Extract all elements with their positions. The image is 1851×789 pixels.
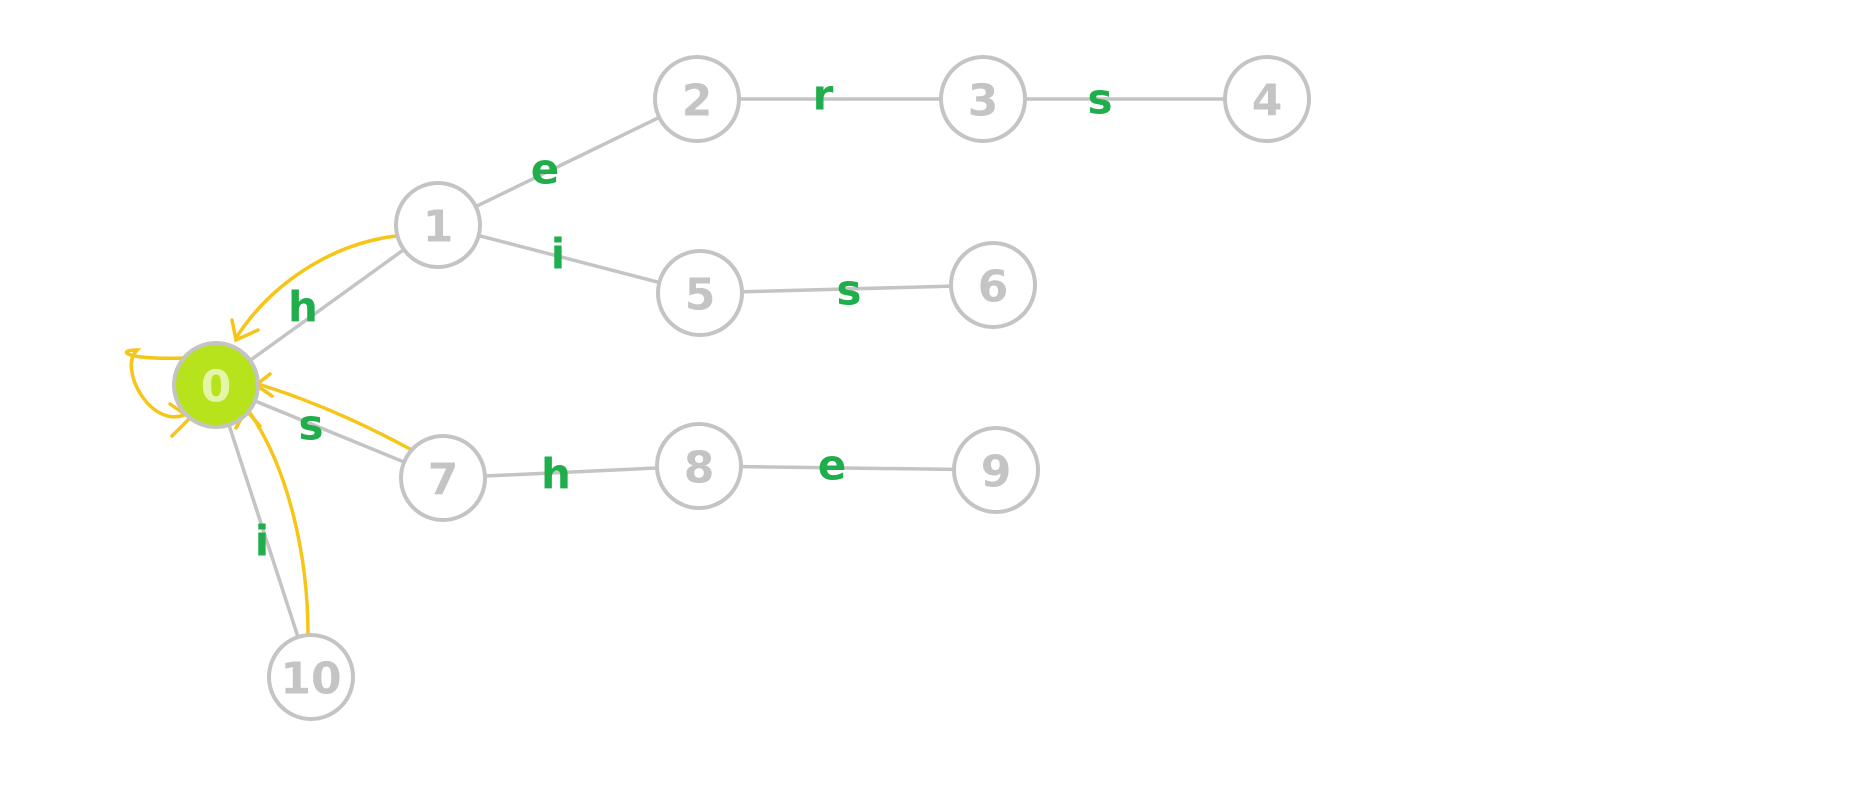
- edge-label-3-4: s: [1088, 75, 1113, 124]
- node-circle-5: [656, 249, 744, 337]
- node-label-7: 7: [428, 455, 459, 506]
- edge-label-5-6: s: [837, 266, 862, 315]
- node-circle-10: [267, 633, 355, 721]
- failure-link-arrowhead-1-0: [230, 318, 260, 343]
- trie-node-8: 8: [655, 422, 743, 510]
- trie-node-10: 10: [267, 633, 355, 721]
- trie-node-2: 2: [653, 55, 741, 143]
- node-label-4: 4: [1252, 76, 1283, 127]
- node-label-9: 9: [981, 447, 1012, 498]
- node-label-2: 2: [682, 76, 713, 127]
- edge-8-9: [698, 464, 997, 472]
- trie-node-6: 6: [949, 241, 1037, 329]
- edge-0-1: [214, 223, 440, 387]
- failure-link-0-0: [124, 348, 186, 419]
- trie-node-0: 0: [172, 341, 260, 429]
- trie-node-3: 3: [939, 55, 1027, 143]
- node-circle-3: [939, 55, 1027, 143]
- edge-5-6: [699, 283, 994, 295]
- edge-label-2-3: r: [813, 71, 834, 120]
- node-circle-1: [394, 181, 482, 269]
- edge-1-2: [437, 97, 698, 227]
- trie-node-9: 9: [952, 426, 1040, 514]
- node-label-1: 1: [423, 202, 454, 253]
- node-circle-4: [1223, 55, 1311, 143]
- edge-1-5: [437, 223, 701, 295]
- edge-label-1-5: i: [551, 230, 565, 279]
- edge-label-7-8: h: [541, 450, 571, 499]
- node-circle-9: [952, 426, 1040, 514]
- edge-label-0-7: s: [299, 401, 324, 450]
- node-circle-2: [653, 55, 741, 143]
- nodes-layer: 0 1 2 3 4 5 6 7 8 9 10: [172, 55, 1311, 721]
- edge-label-8-9: e: [818, 441, 847, 490]
- edge-label-1-2: e: [531, 145, 560, 194]
- edge-0-10: [214, 384, 313, 678]
- trie-node-1: 1: [394, 181, 482, 269]
- node-circle-0: [172, 341, 260, 429]
- failure-link-10-0: [246, 408, 310, 636]
- trie-node-7: 7: [399, 434, 487, 522]
- node-circle-6: [949, 241, 1037, 329]
- node-label-8: 8: [684, 443, 715, 494]
- node-label-10: 10: [280, 654, 341, 705]
- node-circle-8: [655, 422, 743, 510]
- trie-node-4: 4: [1223, 55, 1311, 143]
- failure-link-1-0: [234, 234, 398, 340]
- edge-label-0-10: i: [255, 517, 269, 566]
- trie-node-5: 5: [656, 249, 744, 337]
- node-label-3: 3: [968, 76, 999, 127]
- node-circle-7: [399, 434, 487, 522]
- node-label-6: 6: [978, 262, 1009, 313]
- failure-links-layer: [124, 234, 412, 636]
- node-label-5: 5: [685, 270, 716, 321]
- edges-layer: [214, 97, 1267, 678]
- failure-link-7-0: [256, 382, 412, 451]
- edge-label-0-1: h: [288, 283, 318, 332]
- node-label-0: 0: [201, 362, 232, 413]
